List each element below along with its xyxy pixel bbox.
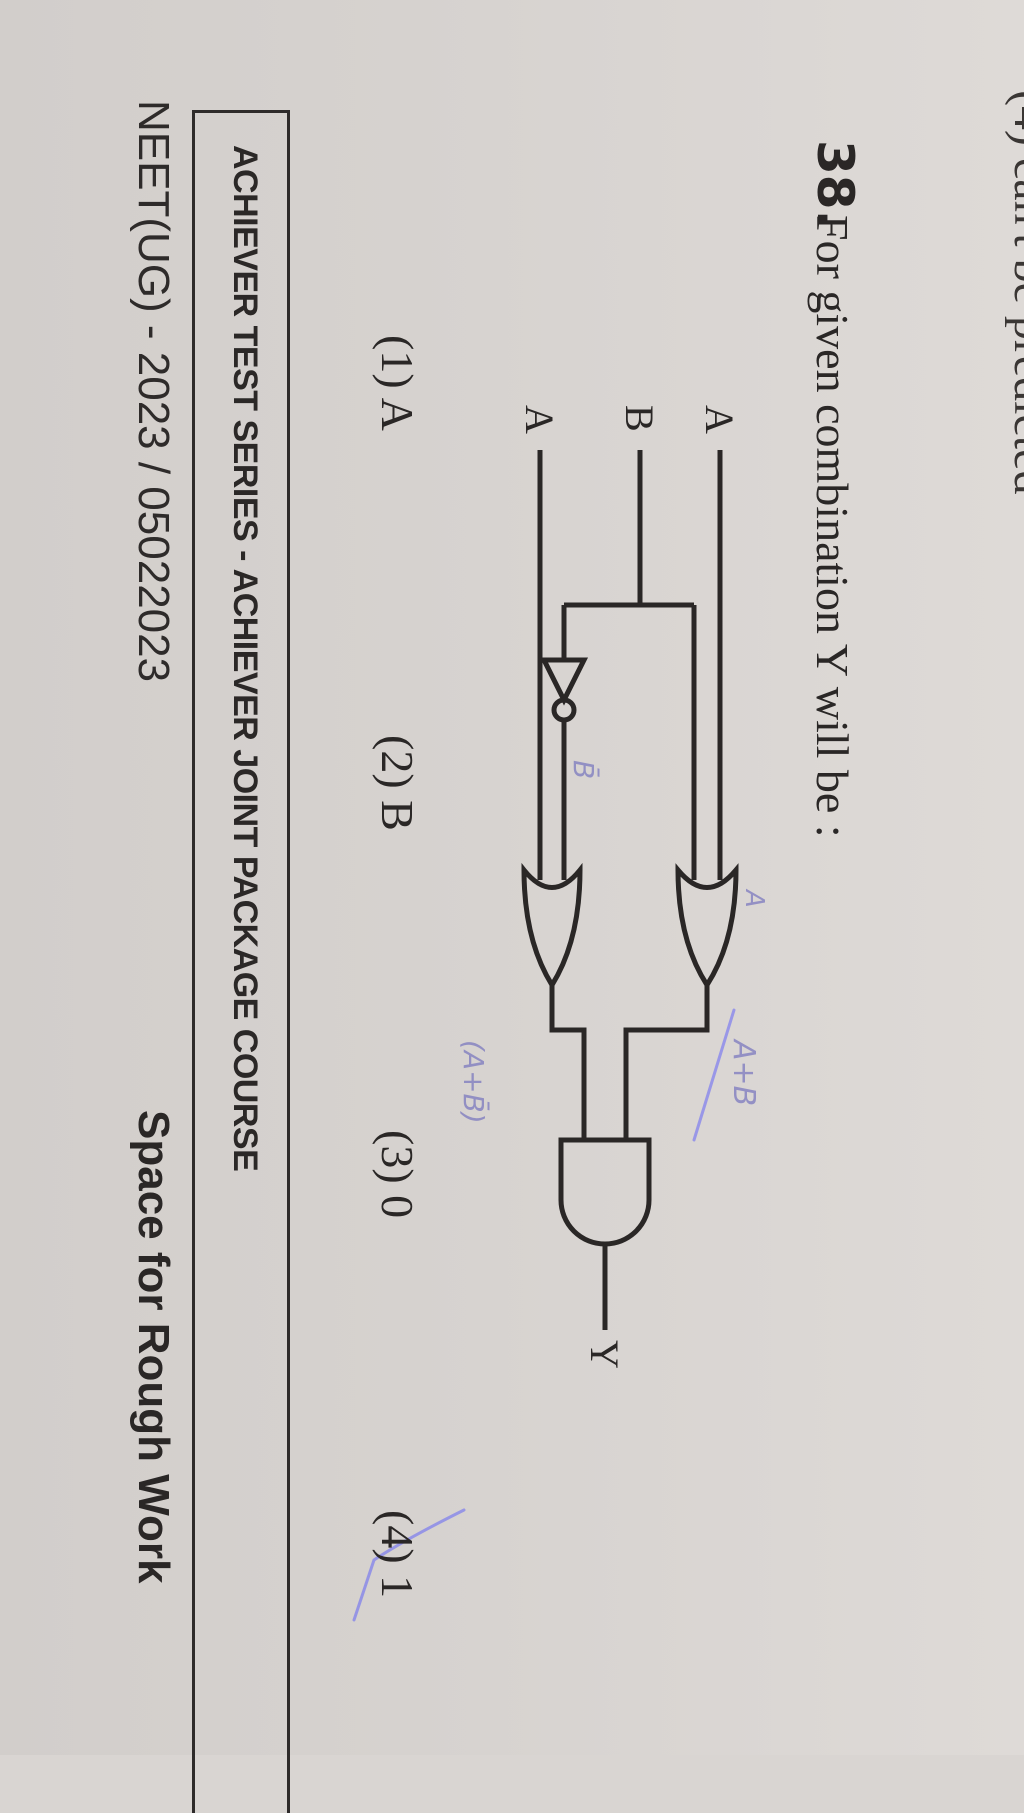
and-gate xyxy=(558,1137,652,1247)
annotation-b-bar: B̄ xyxy=(567,760,601,779)
input-label-a-top: A xyxy=(697,405,742,434)
series-title: ACHIEVER TEST SERIES - ACHIEVER JOINT PA… xyxy=(226,145,264,1172)
option-2[interactable]: (2) B xyxy=(371,735,424,831)
input-label-b: B xyxy=(617,405,662,432)
not-gate xyxy=(539,657,589,706)
pen-stroke xyxy=(692,1008,736,1142)
answer-tick-mark xyxy=(352,1508,466,1622)
option-2-value: B xyxy=(372,800,423,831)
wire-or2-to-and xyxy=(549,985,587,1140)
option-3-value: 0 xyxy=(372,1195,423,1219)
or-gate-2 xyxy=(521,862,583,990)
annotation-a-plus-b-bar: (A+B̄) xyxy=(457,1040,491,1124)
logic-circuit-diagram: A B A Y A+B B̄ (A+B̄) A xyxy=(352,405,769,1622)
option-3[interactable]: (3) 0 xyxy=(371,1130,424,1218)
handwritten-annotations: A+B B̄ (A+B̄) A xyxy=(352,760,769,1622)
annotation-a: A xyxy=(739,888,769,908)
option-3-label: (3) xyxy=(372,1130,423,1184)
option-1-label: (1) xyxy=(372,335,423,389)
wire-or1-to-and xyxy=(623,985,710,1140)
option-4[interactable]: (4) 1 xyxy=(371,1510,424,1598)
option-1-value: A xyxy=(372,397,423,431)
option-1[interactable]: (1) A xyxy=(371,335,424,431)
option-2-label: (2) xyxy=(372,735,423,789)
annotation-a-plus-b: A+B xyxy=(726,1038,761,1106)
exam-code: NEET(UG) - 2023 / 05022023 xyxy=(129,100,178,683)
or-gate-1 xyxy=(675,863,739,990)
input-label-a-bottom: A xyxy=(517,405,562,434)
option-4-value: 1 xyxy=(372,1575,423,1599)
rough-work-label: Space for Rough Work xyxy=(129,1110,178,1584)
output-label-y: Y xyxy=(582,1340,627,1369)
option-4-label: (4) xyxy=(372,1510,423,1564)
